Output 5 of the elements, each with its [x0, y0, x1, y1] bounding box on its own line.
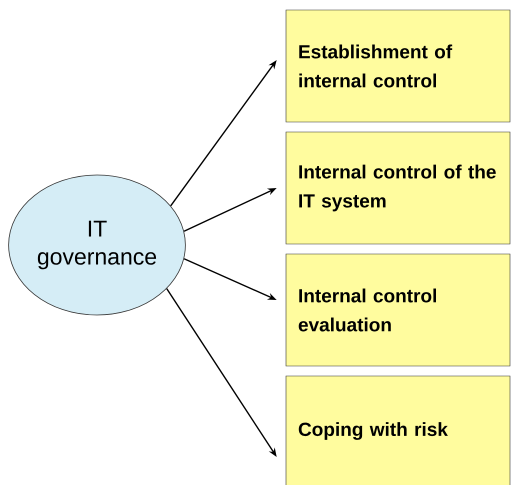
text-box: Internal control evaluation — [286, 254, 510, 366]
text-box: Establishment of internal control — [286, 10, 510, 122]
ellipse-node: IT governance — [8, 174, 186, 316]
text-box: Internal control of the IT system — [286, 132, 510, 244]
text-box: Coping with risk — [286, 376, 510, 485]
